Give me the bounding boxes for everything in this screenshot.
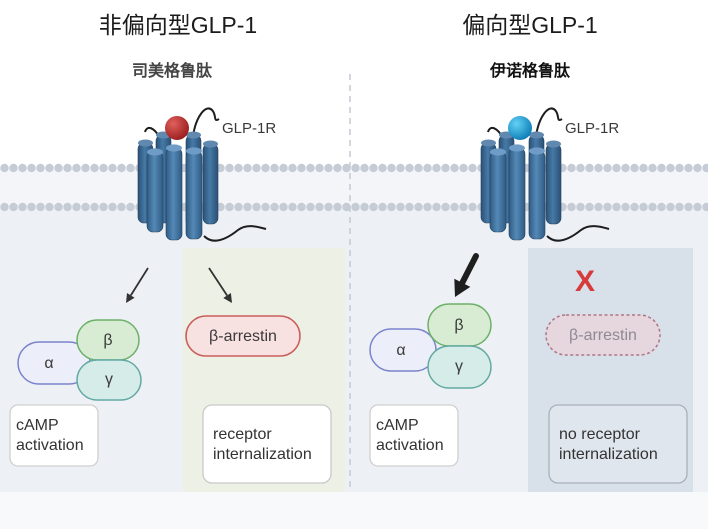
camp-line-1-left: cAMP [16,417,59,434]
title-right: 偏向型GLP-1 [462,12,597,38]
drug-name-left: 司美格鲁肽 [132,61,213,80]
receptor-right [480,107,610,242]
arrestin-left: β-arrestin [185,315,301,357]
g-beta-label-right: β [454,317,463,334]
camp-box-left: cAMP activation [9,404,99,467]
g-protein-left: α β γ [17,319,142,401]
receptor-left-front-helices [146,143,203,241]
arrow-to-g-protein-left [126,267,149,303]
receptor-label-left: GLP-1R [222,120,276,137]
receptor-label-right: GLP-1R [565,120,619,137]
camp-line-1-right: cAMP [376,417,419,434]
internalization-line-2-left: internalization [213,446,312,463]
internalization-line-1-right: no receptor [559,426,641,443]
arrestin-label-right: β-arrestin [569,327,637,344]
internalization-line-2-right: internalization [559,446,658,463]
block-mark-icon: X [575,265,595,298]
g-gamma-label-right: γ [455,358,463,375]
internalization-line-1-left: receptor [213,426,272,443]
arrestin-pill-right [545,314,661,356]
ligand-left [165,116,189,140]
g-alpha-label-right: α [396,342,405,359]
internalization-box-left: receptor internalization [202,404,332,484]
g-gamma-label-left: γ [105,371,113,388]
bottom-strip [0,492,708,529]
membrane-inner-leaflet [0,201,708,213]
title-left: 非偏向型GLP-1 [99,12,257,38]
arrow-to-arrestin-left [208,267,232,303]
g-alpha-label-left: α [44,355,53,372]
camp-line-2-right: activation [376,437,444,454]
receptor-left [137,107,267,242]
receptor-right-front-helices [489,143,546,241]
ligand-right [508,116,532,140]
extracellular-background [0,0,708,168]
g-gamma-subunit-right [427,345,492,389]
g-protein-right: α β γ [369,303,492,389]
arrestin-label-left: β-arrestin [209,328,277,345]
internalization-box-right: no receptor internalization [548,404,688,484]
arrow-to-g-protein-right [454,253,479,297]
arrestin-pill-left [185,315,301,357]
g-gamma-subunit-left [76,359,142,401]
camp-box-right: cAMP activation [369,404,459,467]
arrestin-right: β-arrestin [545,314,661,356]
g-beta-label-left: β [103,332,112,349]
camp-line-2-left: activation [16,437,84,454]
drug-name-right: 伊诺格鲁肽 [489,61,571,80]
membrane-outer-leaflet [0,162,708,174]
